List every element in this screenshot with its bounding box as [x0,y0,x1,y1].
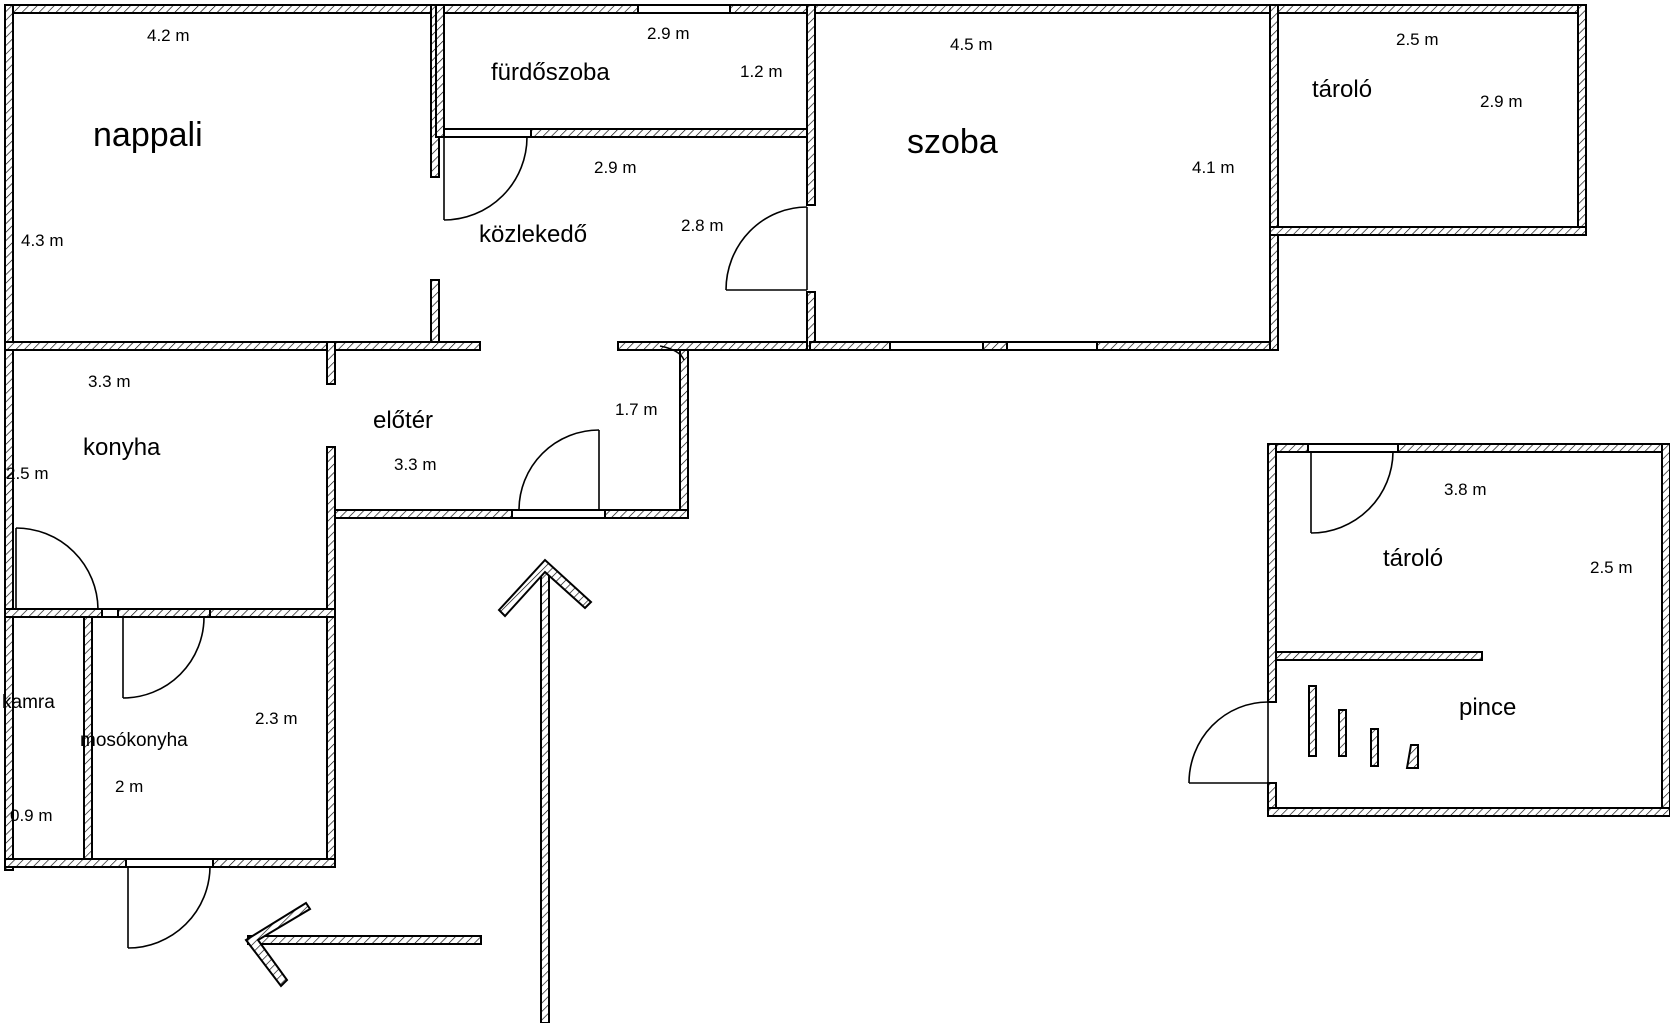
label-szoba: szoba [907,123,998,161]
label-nappali: nappali [93,116,203,154]
wall-nappali-right-lower [430,279,440,347]
wall-konyha-bottom-a [4,608,103,618]
label-tarolo-top: tároló [1312,76,1372,103]
room-labels: nappali fürdőszoba szoba tároló közleked… [2,59,1516,751]
door-gap-entry [511,509,606,519]
dim-konyha-h: 2.5 m [6,464,49,483]
dim-annex-w: 3.8 m [1444,480,1487,499]
label-kozlekedo: közlekedő [479,221,587,248]
wall-tarolo-right [1577,4,1587,236]
dim-mosok-h: 2.3 m [255,709,298,728]
wall-nappali-bottom [4,341,481,351]
label-furdoszoba: fürdőszoba [491,59,610,86]
eloter-corner-chamfer [659,345,685,361]
wall-top-furdo-b [729,4,816,14]
door-mosokonyha [122,616,205,699]
wall-eloter-bottom-a [329,509,513,519]
wall-left [4,4,14,871]
wall-bottom-b [212,858,336,868]
wall-konyha-right [326,446,336,868]
dim-nappali-w: 4.2 m [147,26,190,45]
wall-top-tarolo [1277,4,1587,14]
door-szoba [725,206,808,291]
dim-kozl-w: 2.9 m [594,158,637,177]
stair-4 [1405,744,1419,769]
window-szoba-b [1006,341,1098,351]
wall-szoba-bottom-c [1096,341,1279,351]
dim-kamra-w: 0.9 m [10,806,53,825]
label-tarolo-annex: tároló [1383,545,1443,572]
window-szoba-a [889,341,984,351]
wall-bottom-a [4,858,127,868]
wall-furdo-right [806,4,816,206]
door-eloter-entry [518,429,600,511]
dim-konyha-w: 3.3 m [88,372,131,391]
annex-wall-top-b [1397,443,1670,453]
wall-furdo-left [435,4,445,138]
door-kamra [15,527,99,610]
label-eloter: előtér [373,407,433,434]
wall-furdo-bottom [530,128,816,138]
annex-door-gap-top [1307,443,1399,453]
dim-annex-h: 2.5 m [1590,558,1633,577]
dim-tarolo-w: 2.5 m [1396,30,1439,49]
dim-furdo-h: 1.2 m [740,62,783,81]
annex-walls [1267,443,1670,817]
doors-annex [1188,451,1394,784]
doors-main [15,136,808,949]
stair-2 [1338,709,1347,757]
annex-wall-mid [1275,651,1483,661]
dim-furdo-w: 2.9 m [647,24,690,43]
annex-wall-left-a [1267,443,1277,703]
dimension-labels: 4.2 m 4.3 m 2.9 m 1.2 m 4.5 m 4.1 m 2.5 … [6,24,1633,825]
wall-eloter-right [679,349,689,519]
wall-szoba-bottom-b [982,341,1008,351]
annex-wall-right [1661,443,1670,817]
dim-tarolo-h: 2.9 m [1480,92,1523,111]
door-gap-kamra [101,608,119,618]
dim-mosok-w: 2 m [115,777,143,796]
stair-3 [1370,728,1379,767]
window-furdo [637,4,731,14]
door-gap-back [125,858,214,868]
wall-eloter-bottom-b [604,509,689,519]
wall-szoba-right [1269,4,1279,351]
label-mosokonyha: mosókonyha [80,730,188,751]
annex-wall-bottom [1267,807,1670,817]
stair-1 [1308,685,1317,757]
dim-szoba-w: 4.5 m [950,35,993,54]
wall-tarolo-bottom [1269,226,1587,236]
wall-top-szoba [814,4,1279,14]
dim-kozl-h: 2.8 m [681,216,724,235]
wall-szoba-bottom-a [809,341,891,351]
arrow-left [244,901,482,988]
wall-konyha-stub [326,341,336,385]
dim-szoba-h: 4.1 m [1192,158,1235,177]
door-back [127,866,211,949]
arrow-up [497,558,593,1023]
main-house-walls [4,4,1587,871]
door-annex-top [1310,451,1394,534]
dim-eloter-w: 3.3 m [394,455,437,474]
wall-top-nappali [4,4,437,14]
door-gap-furdo [443,128,532,138]
label-kamra: kamra [2,692,55,713]
label-konyha: konyha [83,434,161,461]
wall-top-furdo-a [439,4,639,14]
wall-konyha-bottom-c [209,608,336,618]
label-pince: pince [1459,694,1516,721]
wall-konyha-bottom-b [117,608,211,618]
wall-eloter-top-right [617,341,811,351]
dim-nappali-h: 4.3 m [21,231,64,250]
dim-eloter-h: 1.7 m [615,400,658,419]
door-furdo [443,136,528,221]
door-pince [1188,701,1269,784]
